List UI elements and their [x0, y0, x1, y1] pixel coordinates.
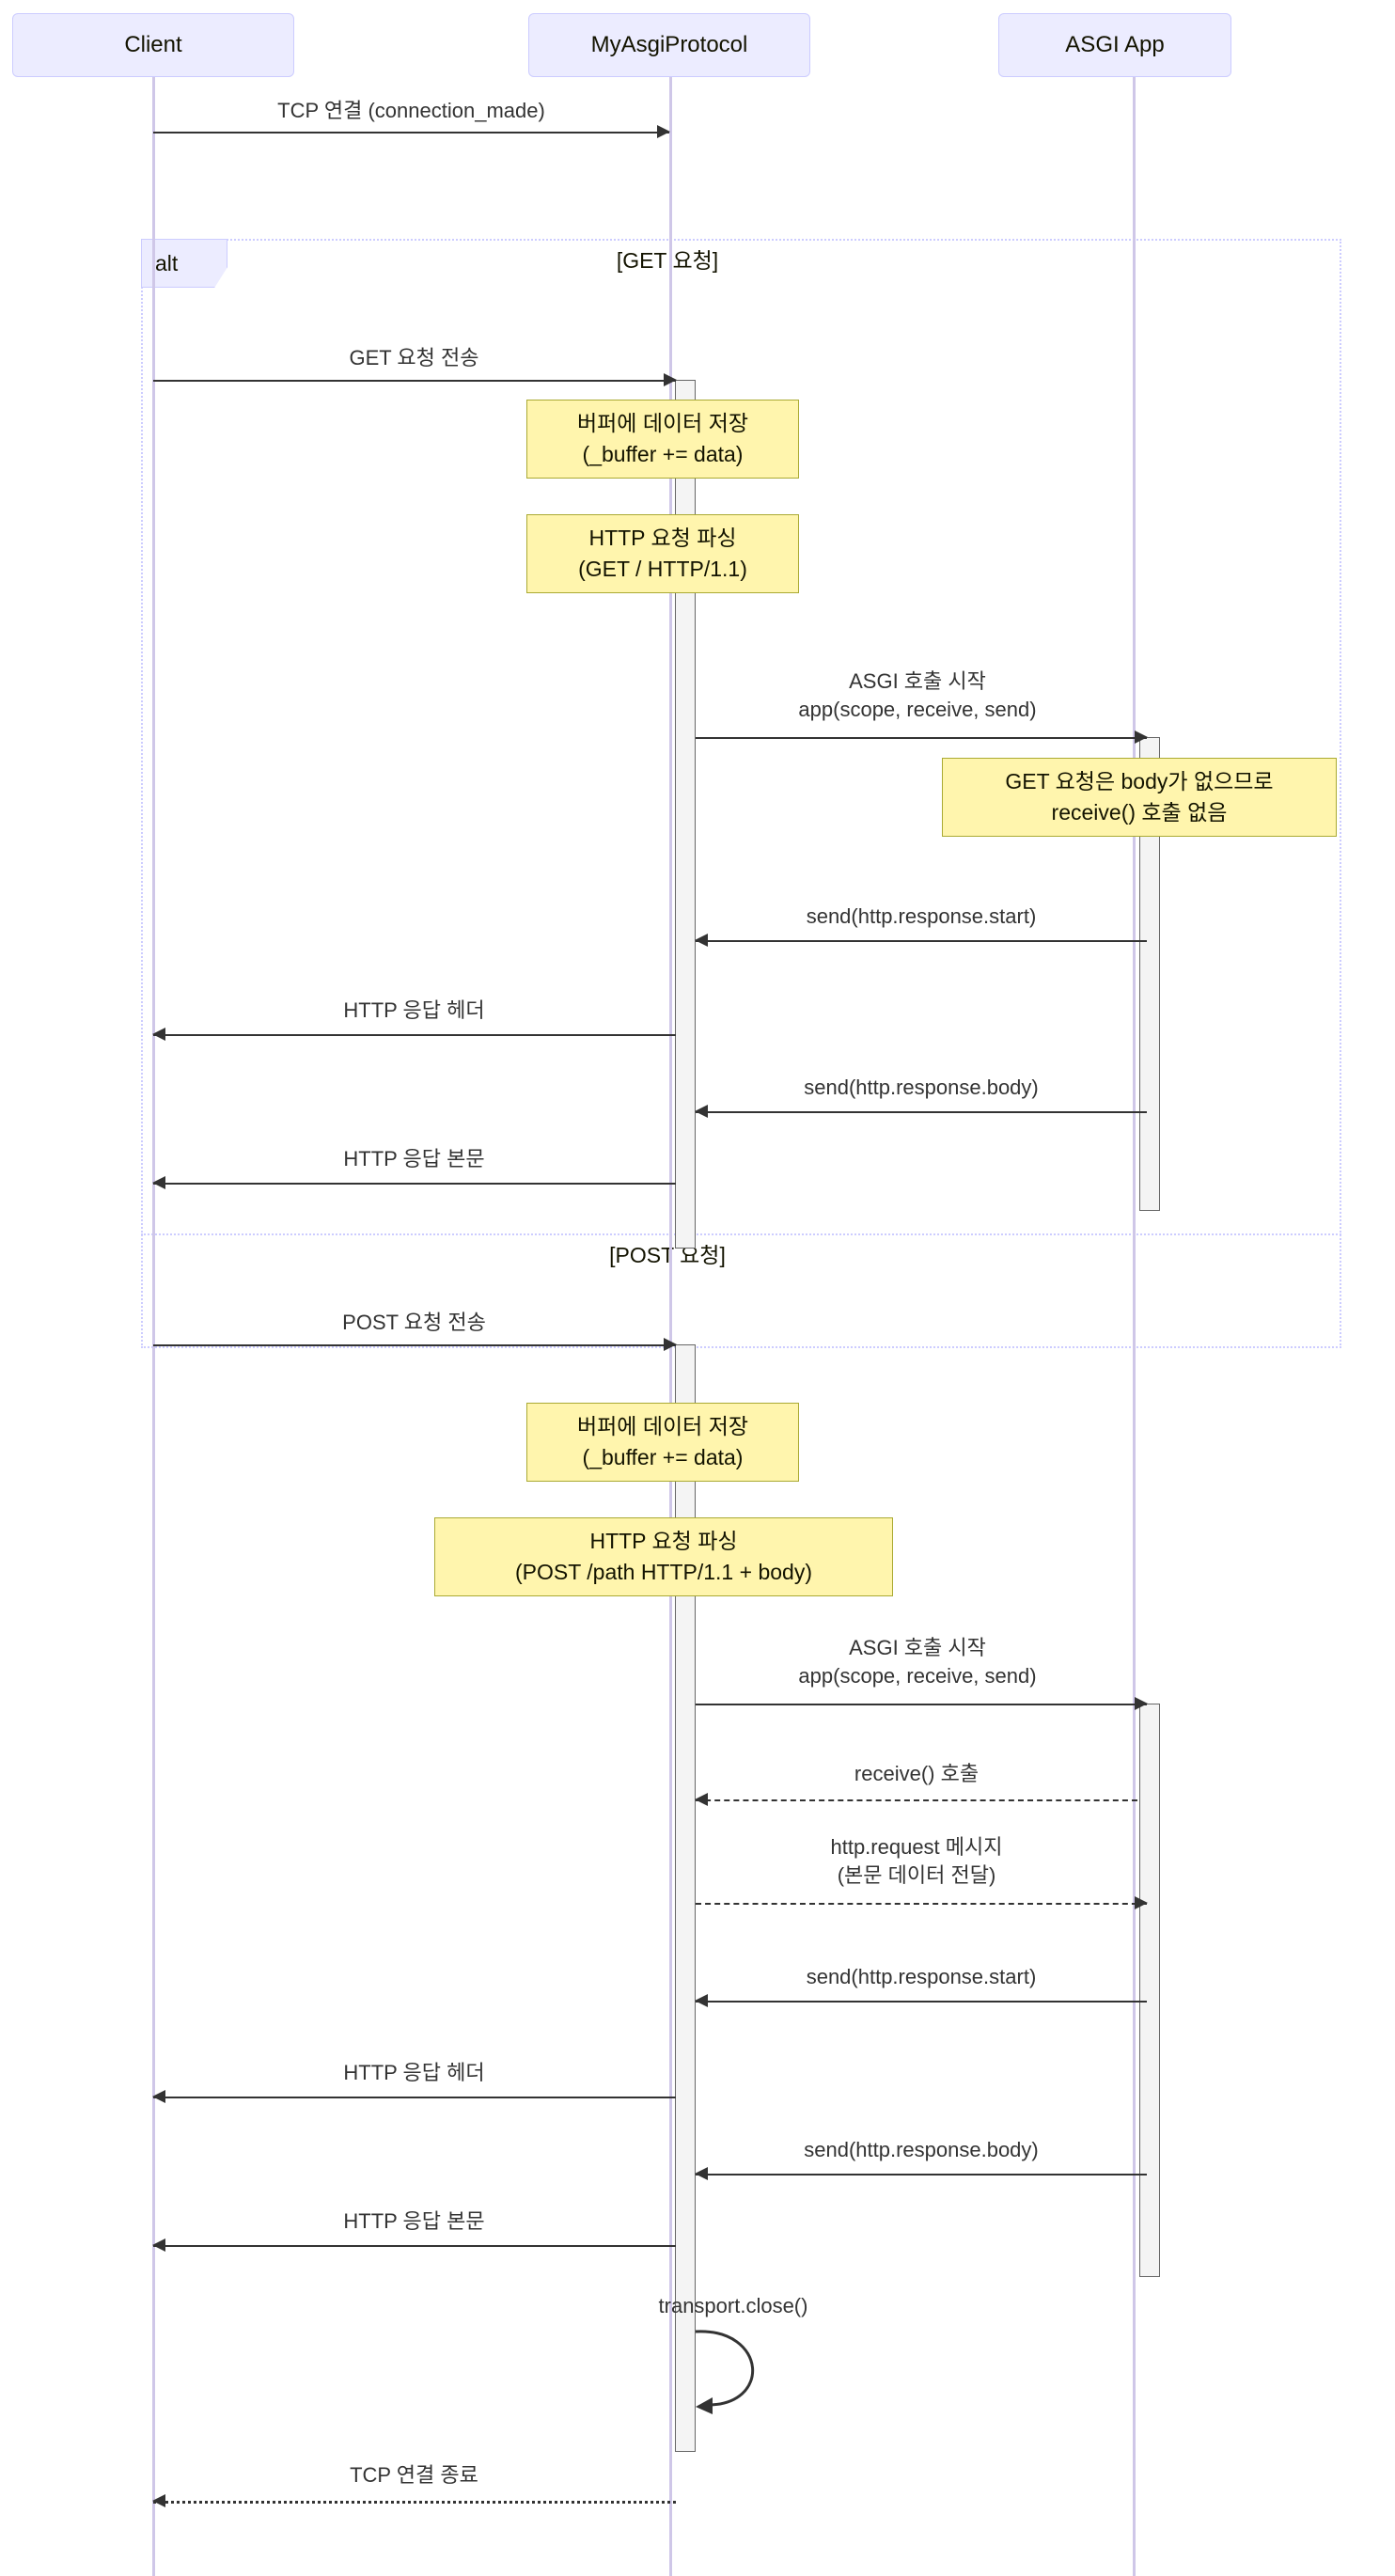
- note-buffer-store-get-line2: (_buffer += data): [582, 442, 744, 466]
- note-buffer-store-post-line2: (_buffer += data): [582, 1445, 744, 1469]
- message-label-m11: http.request 메시지 (본문 데이터 전달): [696, 1833, 1137, 1890]
- note-parse-request-get-line2: (GET / HTTP/1.1): [578, 557, 747, 581]
- message-label-m5: HTTP 응답 헤더: [153, 997, 675, 1025]
- message-text-m17: TCP 연결 종료: [350, 2463, 478, 2487]
- message-text-m6: send(http.response.body): [804, 1076, 1039, 1099]
- activation-app-post: [1139, 1704, 1160, 2277]
- note-parse-request-post-line1: HTTP 요청 파싱: [589, 1529, 738, 1553]
- message-label-m12: send(http.response.start): [696, 1963, 1147, 1991]
- message-text-m14: send(http.response.body): [804, 2138, 1039, 2161]
- message-label-m1: TCP 연결 (connection_made): [153, 97, 669, 125]
- note-parse-request-get-line1: HTTP 요청 파싱: [588, 526, 737, 550]
- message-text-m11-line2: (본문 데이터 전달): [837, 1863, 996, 1887]
- note-get-no-body-line2: receive() 호출 없음: [1051, 800, 1228, 825]
- message-label-m13: HTTP 응답 헤더: [153, 2059, 675, 2087]
- message-text-m13: HTTP 응답 헤더: [343, 2061, 485, 2084]
- activation-protocol-post: [675, 1344, 696, 2452]
- message-label-m17: TCP 연결 종료: [153, 2461, 675, 2490]
- message-label-m9: ASGI 호출 시작 app(scope, receive, send): [696, 1634, 1139, 1690]
- lifeline-app: [1133, 77, 1136, 2576]
- message-label-m2: GET 요청 전송: [153, 344, 675, 372]
- message-text-m1: TCP 연결 (connection_made): [277, 99, 545, 122]
- message-text-m11-line1: http.request 메시지: [830, 1835, 1003, 1859]
- message-text-m5: HTTP 응답 헤더: [343, 998, 485, 1022]
- message-label-m4: send(http.response.start): [696, 903, 1147, 931]
- note-get-no-body: GET 요청은 body가 없으므로 receive() 호출 없음: [942, 758, 1337, 837]
- message-text-m4: send(http.response.start): [806, 904, 1037, 928]
- message-text-m9-line2: app(scope, receive, send): [798, 1664, 1037, 1688]
- note-parse-request-post-line2: (POST /path HTTP/1.1 + body): [515, 1560, 812, 1584]
- message-label-m14: send(http.response.body): [696, 2136, 1147, 2164]
- participant-protocol[interactable]: MyAsgiProtocol: [528, 13, 810, 77]
- message-text-m9-line1: ASGI 호출 시작: [849, 1636, 986, 1659]
- message-text-m12: send(http.response.start): [806, 1965, 1037, 1988]
- participant-protocol-label: MyAsgiProtocol: [590, 32, 748, 57]
- message-selfloop-m16: [695, 2330, 754, 2414]
- message-text-m10: receive() 호출: [854, 1762, 980, 1785]
- alt-frame-tab-label: alt: [155, 250, 179, 275]
- alt-condition-get-label: [GET 요청]: [616, 248, 719, 273]
- note-get-no-body-line1: GET 요청은 body가 없으므로: [1005, 769, 1274, 793]
- message-text-m3-line2: app(scope, receive, send): [798, 698, 1037, 721]
- note-buffer-store-post: 버퍼에 데이터 저장 (_buffer += data): [526, 1403, 799, 1482]
- message-label-m6: send(http.response.body): [696, 1074, 1147, 1102]
- message-label-m16: transport.close(): [564, 2292, 902, 2320]
- message-text-m7: HTTP 응답 본문: [343, 1147, 485, 1170]
- alt-condition-post: [POST 요청]: [526, 1237, 808, 1269]
- alt-frame-divider: [141, 1233, 1341, 1235]
- note-buffer-store-post-line1: 버퍼에 데이터 저장: [576, 1414, 749, 1438]
- message-text-m8: POST 요청 전송: [342, 1311, 486, 1334]
- message-label-m15: HTTP 응답 본문: [153, 2207, 675, 2236]
- message-text-m2: GET 요청 전송: [349, 346, 479, 369]
- participant-app-label: ASGI App: [1065, 32, 1165, 57]
- participant-client-label: Client: [124, 32, 182, 57]
- lifeline-client: [152, 77, 155, 2576]
- message-label-m7: HTTP 응답 본문: [153, 1145, 675, 1173]
- message-label-m10: receive() 호출: [696, 1760, 1137, 1788]
- message-label-m3: ASGI 호출 시작 app(scope, receive, send): [696, 668, 1139, 724]
- note-buffer-store-get: 버퍼에 데이터 저장 (_buffer += data): [526, 400, 799, 479]
- alt-condition-post-label: [POST 요청]: [609, 1243, 726, 1267]
- alt-condition-get: [GET 요청]: [526, 243, 808, 275]
- activation-protocol-get: [675, 380, 696, 1249]
- note-parse-request-get: HTTP 요청 파싱 (GET / HTTP/1.1): [526, 514, 799, 593]
- alt-frame-tab: alt: [141, 239, 227, 288]
- participant-app[interactable]: ASGI App: [998, 13, 1231, 77]
- note-parse-request-post: HTTP 요청 파싱 (POST /path HTTP/1.1 + body): [434, 1517, 893, 1596]
- message-text-m15: HTTP 응답 본문: [343, 2209, 485, 2233]
- message-label-m8: POST 요청 전송: [153, 1309, 675, 1337]
- lifeline-protocol: [669, 77, 672, 2576]
- message-text-m3-line1: ASGI 호출 시작: [849, 669, 986, 693]
- participant-client[interactable]: Client: [12, 13, 294, 77]
- note-buffer-store-get-line1: 버퍼에 데이터 저장: [576, 411, 749, 435]
- activation-app-get: [1139, 737, 1160, 1211]
- message-text-m16: transport.close(): [658, 2294, 808, 2317]
